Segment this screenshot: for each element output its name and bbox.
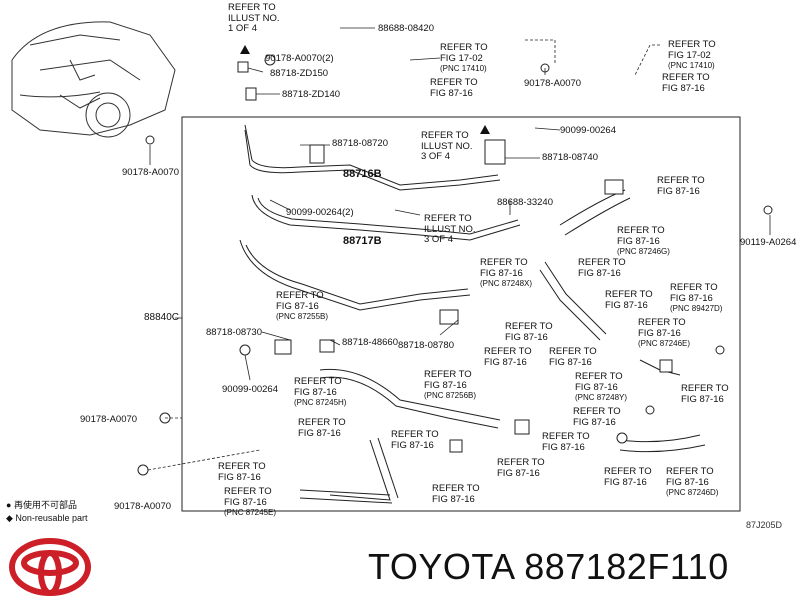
arrows [240, 45, 490, 134]
legend: ● 再使用不可部品 ◆ Non-reusable part [6, 499, 87, 525]
part-88718-ZD150: 88718-ZD150 [270, 68, 329, 79]
assembly-frame [181, 116, 741, 512]
hoses [239, 124, 706, 504]
part-88718-08740: 88718-08740 [542, 152, 598, 163]
part-90099-00264-mid: 90099-00264(2) [286, 207, 354, 218]
part-90178-A0070-2: 90178-A0070(2) [265, 53, 334, 64]
part-88718-48660: 88718-48660 [342, 337, 398, 348]
part-90099-00264-low: 90099-00264 [222, 384, 278, 395]
part-number-caption: TOYOTA 887182F110 [368, 546, 729, 587]
legend-reuse: ● 再使用不可部品 [6, 500, 77, 510]
part-90178-A0070-top: 90178-A0070 [524, 78, 582, 89]
part-90178-A0070-low2: 90178-A0070 [114, 501, 172, 512]
leader-lines [147, 27, 771, 471]
part-88718-ZD140: 88718-ZD140 [282, 89, 341, 100]
fasteners [137, 54, 773, 476]
part-88718-08780: 88718-08780 [398, 340, 454, 351]
toyota-logo-icon [9, 538, 91, 596]
figure-code: 87J205D [746, 520, 783, 530]
part-88717B: 88717B [343, 235, 382, 247]
part-90178-A0070-left: 90178-A0070 [122, 167, 180, 178]
part-90099-00264-top: 90099-00264 [560, 125, 616, 136]
part-88718-08720: 88718-08720 [332, 138, 388, 149]
part-88840C: 88840C [144, 312, 180, 323]
legend-nonreuse: ◆ Non-reusable part [6, 513, 88, 523]
part-88716B: 88716B [343, 168, 382, 180]
part-88718-08730: 88718-08730 [206, 327, 262, 338]
part-88688-08420: 88688-08420 [378, 23, 434, 34]
part-90178-A0070-low1: 90178-A0070 [80, 414, 138, 425]
part-90119-A0264: 90119-A0264 [740, 237, 797, 248]
vehicle-sketch [11, 21, 176, 138]
part-88688-33240: 88688-33240 [497, 197, 553, 208]
